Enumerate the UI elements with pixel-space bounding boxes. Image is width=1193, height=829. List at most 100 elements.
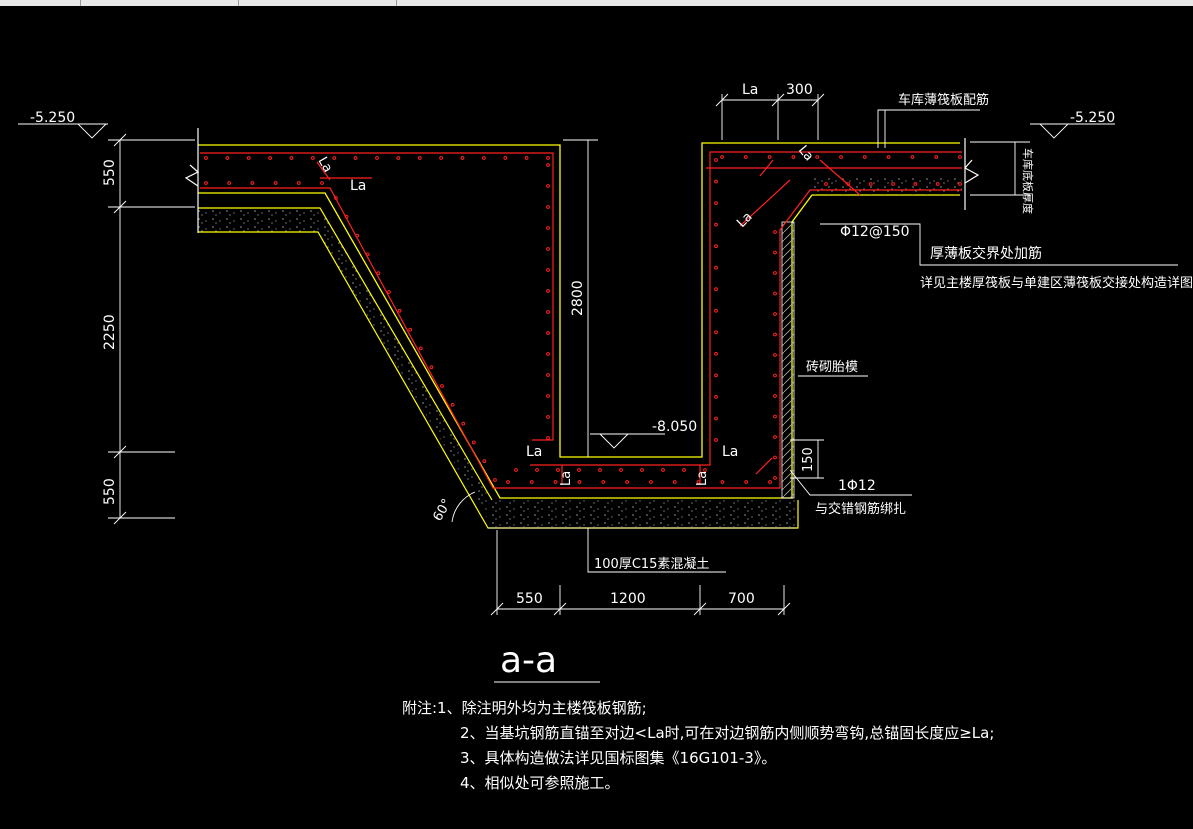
anchor-la-8: La xyxy=(795,143,816,164)
window-title-strip xyxy=(0,0,1193,6)
callout-texts: 车库薄筏板配筋 车库底板厚度 Φ12@150 厚薄板交界处加筋 详见主楼厚筏板与… xyxy=(500,92,1193,681)
rebar-dot xyxy=(546,268,550,272)
rebar-dot xyxy=(601,480,606,484)
rebar-dot xyxy=(440,384,444,388)
rebar-dot xyxy=(387,290,391,294)
brick-mold-label: 砖砌胎模 xyxy=(806,360,858,375)
rebar-dot xyxy=(714,179,718,184)
rebar-dot xyxy=(714,222,718,227)
rebar-dot xyxy=(353,156,358,160)
bottom-dim-700: 700 xyxy=(728,591,755,607)
dim-150: 150 xyxy=(801,447,816,472)
rebar-dot xyxy=(418,346,423,351)
rebar-dot xyxy=(958,155,962,159)
rebar-dot xyxy=(546,394,550,398)
rebar-dot xyxy=(886,155,891,159)
rebar-dot xyxy=(773,414,777,419)
rebar-dot xyxy=(376,271,381,276)
rebar-dot xyxy=(714,438,718,442)
rebar-dot xyxy=(839,155,843,159)
rebar-dot xyxy=(913,182,918,186)
rebar-dot xyxy=(714,351,718,356)
rebar-dot xyxy=(246,156,251,160)
rebar-dot xyxy=(546,226,550,230)
rebar-dot xyxy=(450,402,455,407)
rebar-lines xyxy=(200,151,962,489)
top-dim-la: La xyxy=(742,82,758,98)
anchor-la-4: La xyxy=(559,471,574,486)
rebar-dot xyxy=(815,155,820,159)
rebar-dot xyxy=(619,468,623,472)
detail-reference-label: 详见主楼厚筏板与单建区薄筏板交接处构造详图 xyxy=(920,275,1193,291)
vdim-550-bottom: 550 xyxy=(102,478,118,505)
rebar-dot xyxy=(546,331,550,335)
dimension-texts: -5.250 -5.250 -8.050 550 2250 550 2800 L… xyxy=(30,82,1115,607)
rebar-dot xyxy=(461,421,466,426)
anchor-la-6: La xyxy=(722,444,738,460)
rebar-dot xyxy=(862,155,867,159)
bottom-dim-1200: 1200 xyxy=(610,591,646,607)
rebar-dot xyxy=(546,415,550,419)
rebar-dot xyxy=(355,233,360,238)
rebar-dot xyxy=(546,184,550,188)
vdim-2800: 2800 xyxy=(570,280,586,316)
rebar-dot xyxy=(649,480,653,484)
rebar-dot xyxy=(250,181,255,185)
rebar-dot xyxy=(935,182,940,186)
rebar-dot xyxy=(714,330,718,335)
rebar-dot xyxy=(773,435,777,439)
rebar-dot xyxy=(910,155,915,159)
rebar-dot xyxy=(396,156,401,160)
vdim-2250: 2250 xyxy=(102,314,118,350)
vdim-550-top: 550 xyxy=(102,159,118,186)
rebar-dot xyxy=(791,155,796,159)
rebar-dot xyxy=(296,181,301,185)
rebar-dot xyxy=(524,156,529,160)
rebar-dot xyxy=(546,310,550,314)
anchor-la-1: La xyxy=(350,178,366,194)
rebar-dot xyxy=(503,156,508,160)
rebar-dot xyxy=(493,478,497,482)
rebar-dot xyxy=(225,156,230,160)
rebar-dot xyxy=(773,353,777,357)
rebar-dot xyxy=(714,201,718,206)
rebar-dot xyxy=(546,289,550,293)
rebar-dot xyxy=(661,468,665,472)
rebar-dot xyxy=(714,244,718,249)
notes-block: 附注:1、除注明外均为主楼筏板钢筋; 2、当基坑钢筋直锚至对边<La时,可在对边… xyxy=(402,696,994,796)
rebar-dot xyxy=(529,480,534,484)
thick-thin-rebar-label: 厚薄板交界处加筋 xyxy=(930,245,1042,262)
rebar-dot xyxy=(365,252,370,257)
cad-drawing-canvas[interactable]: -5.250 -5.250 -8.050 550 2250 550 2800 L… xyxy=(0,6,1193,829)
rebar-dot xyxy=(773,312,777,316)
rebar-dot xyxy=(714,395,718,399)
rebar-dot xyxy=(714,287,718,292)
rebar-dot xyxy=(471,440,476,445)
rebar-dot xyxy=(682,468,686,472)
cushion-label: 100厚C15素混凝土 xyxy=(594,556,709,572)
top-dim-300: 300 xyxy=(786,82,813,98)
rebar-dot xyxy=(556,468,560,472)
anchor-la-7: La xyxy=(734,209,755,230)
rebar-dot xyxy=(506,480,510,484)
elevation-right: -5.250 xyxy=(1070,110,1115,126)
angle-label: 60° xyxy=(430,497,455,524)
rebar-dot xyxy=(767,155,772,159)
rebar-dot xyxy=(204,156,208,160)
rebar-dot xyxy=(311,156,315,160)
rebar-dot xyxy=(703,468,707,472)
rebar-dot xyxy=(460,156,465,160)
rebar-dot xyxy=(720,155,724,159)
rebar-dot xyxy=(514,468,518,472)
note-1: 附注:1、除注明外均为主楼筏板钢筋; xyxy=(402,699,647,717)
rebar-dot xyxy=(344,214,349,219)
anchor-la-2: La xyxy=(315,155,336,176)
rebar-dot xyxy=(320,181,324,185)
rebar-dot xyxy=(546,373,550,377)
rebar-dot xyxy=(439,156,444,160)
anchor-la-3: La xyxy=(526,444,542,460)
rebar-dot xyxy=(553,480,558,484)
rebar-dot xyxy=(204,181,208,185)
rebar-dot xyxy=(744,480,749,484)
concrete-cushion xyxy=(198,207,799,529)
